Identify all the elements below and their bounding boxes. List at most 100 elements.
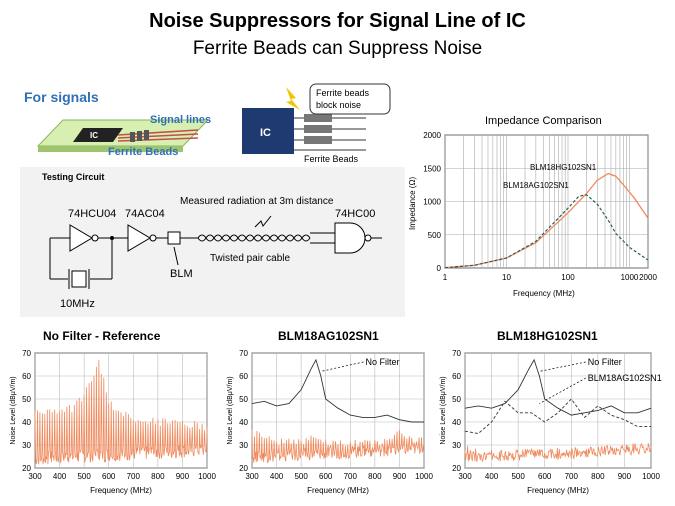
y-tick-label: 2000 xyxy=(423,131,441,140)
y-tick-label: 60 xyxy=(239,372,248,381)
blm-icon xyxy=(167,231,181,245)
y-tick-label: 30 xyxy=(452,441,461,450)
x-tick-label: 800 xyxy=(591,472,605,481)
x-tick-label: 400 xyxy=(485,472,499,481)
x-tick-label: 100 xyxy=(561,273,575,282)
nand-gate-icon xyxy=(334,222,366,254)
noise-lightning-icon xyxy=(286,87,300,110)
callout-line1: Ferrite beads xyxy=(316,88,370,98)
slide-title: Noise Suppressors for Signal Line of IC xyxy=(149,10,526,32)
reference-curve xyxy=(464,358,652,416)
signal-lines-label: Signal lines xyxy=(150,114,211,126)
chip1-label: 74HCU04 xyxy=(68,208,116,220)
y-tick-label: 20 xyxy=(239,464,248,473)
x-tick-label: 800 xyxy=(151,472,165,481)
y-tick-label: 60 xyxy=(22,372,31,381)
x-tick-label: 2000 xyxy=(639,273,657,282)
impedance-series-ag xyxy=(444,194,649,269)
y-tick-label: 40 xyxy=(452,418,461,427)
y-tick-label: 60 xyxy=(452,372,461,381)
y-tick-label: 40 xyxy=(239,418,248,427)
noise-ylabel: Noise Level (dBμV/m) xyxy=(10,376,17,444)
measured-label: Measured radiation at 3m distance xyxy=(180,196,334,207)
y-tick-label: 20 xyxy=(22,464,31,473)
y-tick-label: 40 xyxy=(22,418,31,427)
x-tick-label: 300 xyxy=(28,472,42,481)
y-tick-label: 30 xyxy=(22,441,31,450)
noise-ylabel: Noise Level (dBμV/m) xyxy=(227,376,234,444)
y-tick-label: 50 xyxy=(22,395,31,404)
annotation-label: No Filter xyxy=(366,357,400,367)
x-tick-label: 1000 xyxy=(415,472,433,481)
x-tick-label: 600 xyxy=(538,472,552,481)
noise-xlabel: Frequency (MHz) xyxy=(90,486,152,495)
inverter-icon xyxy=(127,224,151,252)
slide-subtitle: Ferrite Beads can Suppress Noise xyxy=(192,38,483,59)
noise-chart-hg: BLM18HG102SN1 20 30 40 50 60 70 300 400 500 600 70… xyxy=(440,329,662,495)
x-tick-label: 500 xyxy=(77,472,91,481)
y-tick-label: 50 xyxy=(452,395,461,404)
impedance-legend-hg: BLM18HG102SN1 xyxy=(530,163,597,172)
x-tick-label: 900 xyxy=(618,472,632,481)
block-noise-image: IC Ferrite beads block noise Ferrite Bea… xyxy=(242,83,391,164)
noise-chart-title: BLM18HG102SN1 xyxy=(497,329,598,343)
noise-trace xyxy=(464,442,652,463)
x-tick-label: 300 xyxy=(458,472,472,481)
noise-chart-title: BLM18AG102SN1 xyxy=(278,329,379,343)
x-tick-label: 700 xyxy=(344,472,358,481)
noise-xlabel: Frequency (MHz) xyxy=(307,486,369,495)
noise-chart-title: No Filter - Reference xyxy=(43,329,161,343)
x-tick-label: 300 xyxy=(245,472,259,481)
ferrite-beads-label: Ferrite Beads xyxy=(108,146,178,158)
impedance-legend-ag: BLM18AG102SN1 xyxy=(503,181,569,190)
x-tick-label: 800 xyxy=(368,472,382,481)
x-tick-label: 10 xyxy=(502,273,511,282)
crystal-icon xyxy=(71,270,87,288)
y-tick-label: 70 xyxy=(22,349,31,358)
twisted-label: Twisted pair cable xyxy=(210,253,290,264)
impedance-xlabel: Frequency (MHz) xyxy=(513,289,575,298)
y-tick-label: 20 xyxy=(452,464,461,473)
impedance-title: Impedance Comparison xyxy=(485,115,602,127)
y-tick-label: 1500 xyxy=(423,164,441,173)
x-tick-label: 600 xyxy=(102,472,116,481)
noise-chart-no-filter: No Filter - Reference 20 30 40 50 60 70 300 400… xyxy=(10,329,216,495)
signals-ic-label: IC xyxy=(90,131,98,140)
plot-area xyxy=(34,352,208,469)
blm-label: BLM xyxy=(170,268,193,280)
y-tick-label: 70 xyxy=(452,349,461,358)
x-tick-label: 700 xyxy=(127,472,141,481)
x-tick-label: 1000 xyxy=(642,472,660,481)
x-tick-label: 700 xyxy=(565,472,579,481)
plot-area xyxy=(464,352,652,469)
noise-trace xyxy=(34,360,208,465)
testing-circuit: Testing Circuit 74HCU04 74AC04 Measured … xyxy=(20,167,405,317)
annotation-leader xyxy=(539,377,586,404)
x-tick-label: 900 xyxy=(176,472,190,481)
reference-curve xyxy=(251,358,424,423)
testing-circuit-label: Testing Circuit xyxy=(42,172,104,182)
signals-image: For signals IC Signal lines Ferrite Bead… xyxy=(24,89,211,158)
x-tick-label: 1000 xyxy=(198,472,216,481)
x-tick-label: 400 xyxy=(270,472,284,481)
annotation-label: BLM18AG102SN1 xyxy=(588,373,662,383)
y-tick-label: 30 xyxy=(239,441,248,450)
chip3-label: 74HC00 xyxy=(335,208,375,220)
x-tick-label: 400 xyxy=(53,472,67,481)
y-tick-label: 50 xyxy=(239,395,248,404)
x-tick-label: 500 xyxy=(511,472,525,481)
x-tick-label: 1 xyxy=(443,273,448,282)
chip2-label: 74AC04 xyxy=(125,208,165,220)
radiation-arrow-icon xyxy=(254,215,272,228)
impedance-ylabel: Impedance (Ω) xyxy=(408,177,417,230)
x-tick-label: 900 xyxy=(393,472,407,481)
noise-trace xyxy=(251,428,425,464)
noise-xlabel: Frequency (MHz) xyxy=(527,486,589,495)
noise-ylabel: Noise Level (dBμV/m) xyxy=(440,376,447,444)
y-tick-label: 500 xyxy=(428,231,442,240)
x-tick-label: 1000 xyxy=(621,273,639,282)
y-tick-label: 70 xyxy=(239,349,248,358)
ic-block-icon xyxy=(242,108,294,154)
